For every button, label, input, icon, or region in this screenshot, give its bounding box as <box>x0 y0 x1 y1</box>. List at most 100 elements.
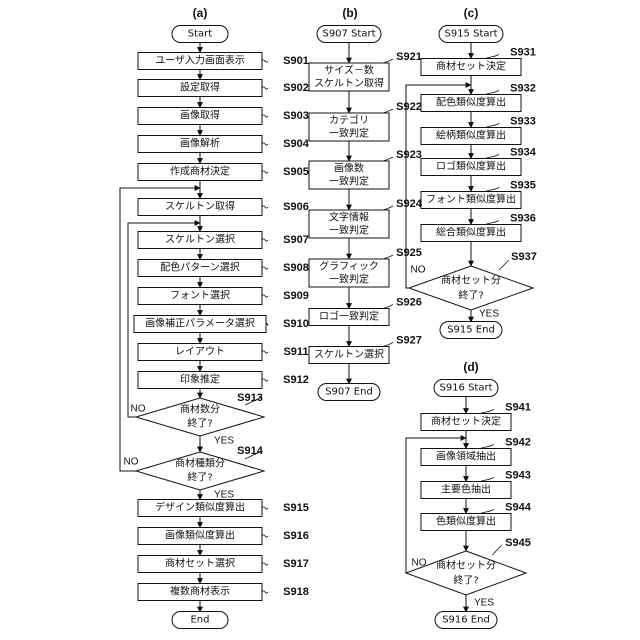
process-label: フォント選択 <box>170 289 230 302</box>
edge-label-yes: YES <box>214 490 234 501</box>
process-label: 商材セット決定 <box>431 415 501 428</box>
step-id: S927 <box>396 335 422 347</box>
decision-label: 商材セット分 <box>436 559 496 572</box>
step-leader-line <box>262 206 268 208</box>
step-id: S935 <box>510 180 536 192</box>
step-id: S915 <box>283 502 309 514</box>
decision-label: 商材セット分 <box>441 274 501 287</box>
step-id: S931 <box>510 47 536 59</box>
process-label: 一致判定 <box>329 224 369 237</box>
process-label: 画像補正パラメータ選択 <box>145 317 255 330</box>
step-id: S942 <box>505 437 531 449</box>
step-id: S933 <box>510 116 536 128</box>
process-label: 画像数 <box>334 162 364 175</box>
step-id: S937 <box>511 251 537 263</box>
step-id: S913 <box>237 392 263 404</box>
step-id: S901 <box>283 55 309 67</box>
decision-label: 終了? <box>458 289 483 302</box>
terminal-start-label: Start <box>188 29 213 40</box>
step-leader-line <box>262 115 268 117</box>
terminal-start-label: S907 Start <box>322 29 375 40</box>
edge-label-no: NO <box>131 404 146 415</box>
process-label: 印象推定 <box>180 373 220 386</box>
edge-label-no: NO <box>124 457 139 468</box>
step-leader-line <box>262 351 268 353</box>
process-label: フォント類似度算出 <box>426 193 516 206</box>
process-label: 配色パターン選択 <box>160 261 240 274</box>
panel-label-a: (a) <box>193 6 208 20</box>
process-label: グラフィック <box>319 260 379 273</box>
terminal-start-label: S915 Start <box>444 29 497 40</box>
panel-label-c: (c) <box>464 6 479 20</box>
edge-label-yes: YES <box>214 436 234 447</box>
process-label: 主要色抽出 <box>441 483 491 496</box>
step-leader-line <box>262 239 268 241</box>
step-id: S910 <box>283 318 309 330</box>
process-label: スケルトン選択 <box>314 348 384 361</box>
terminal-start-label: S916 Start <box>439 383 492 394</box>
step-id: S904 <box>283 138 310 150</box>
decision-label: 商材種類分 <box>175 457 225 470</box>
step-leader-line <box>262 379 268 381</box>
terminal-end-label: S915 End <box>447 325 495 336</box>
step-id: S907 <box>283 234 309 246</box>
step-leader-line <box>492 545 502 555</box>
step-id: S924 <box>396 198 423 210</box>
edge-label-no: NO <box>411 265 426 276</box>
step-id: S905 <box>283 166 309 178</box>
step-id: S917 <box>283 558 309 570</box>
process-label: デザイン類似度算出 <box>155 501 245 514</box>
step-id: S916 <box>283 530 309 542</box>
process-label: サイズ－数 <box>324 64 374 77</box>
step-leader-line <box>262 60 268 62</box>
process-label: ロゴ類似度算出 <box>436 160 506 173</box>
step-leader-line <box>262 267 268 269</box>
process-label: 設定取得 <box>180 81 220 94</box>
step-leader-line <box>499 260 509 270</box>
process-label: 複数商材表示 <box>170 585 230 598</box>
terminal-end-label: S916 End <box>442 615 490 626</box>
step-leader-line <box>262 563 268 565</box>
step-leader-line <box>262 171 268 173</box>
process-label: カテゴリ <box>329 114 369 127</box>
terminal-end-label: S907 End <box>325 387 373 398</box>
panel-label-d: (d) <box>463 360 478 374</box>
process-label: レイアウト <box>175 346 225 358</box>
process-label: 画像類似度算出 <box>165 529 235 542</box>
edge-label-yes: YES <box>479 309 499 320</box>
step-id: S911 <box>283 346 308 358</box>
step-id: S944 <box>505 502 532 514</box>
process-label: ユーザ入力画面表示 <box>155 54 245 67</box>
process-label: スケルトン取得 <box>165 201 235 213</box>
decision-label: 終了? <box>187 471 212 484</box>
step-id: S914 <box>237 445 264 457</box>
step-id: S936 <box>510 213 536 225</box>
process-label: 配色類似度算出 <box>436 96 506 109</box>
process-label: 一致判定 <box>329 175 369 188</box>
edge-label-no: NO <box>412 558 427 569</box>
decision-label: 終了? <box>187 417 212 430</box>
process-label: 商材セット決定 <box>436 60 506 73</box>
step-id: S918 <box>283 586 309 598</box>
step-id: S921 <box>396 51 422 63</box>
process-label: スケルトン選択 <box>165 233 235 246</box>
step-leader-line <box>262 143 268 145</box>
step-leader-line <box>262 535 268 537</box>
process-label: 一致判定 <box>329 127 369 140</box>
step-id: S932 <box>510 83 536 95</box>
step-id: S906 <box>283 201 309 213</box>
process-label: 作成商材決定 <box>170 165 230 178</box>
step-leader-line <box>262 591 268 593</box>
process-label: 総合類似度算出 <box>436 226 506 239</box>
step-leader-line <box>262 87 268 89</box>
step-id: S934 <box>510 147 537 159</box>
decision-label: 商材数分 <box>180 403 220 416</box>
process-label: 絵柄類似度算出 <box>436 129 506 142</box>
step-id: S912 <box>283 374 309 386</box>
step-id: S902 <box>283 82 309 94</box>
step-leader-line <box>262 507 268 509</box>
process-label: 商材セット選択 <box>165 557 235 570</box>
step-id: S922 <box>396 101 422 113</box>
step-id: S943 <box>505 470 531 482</box>
